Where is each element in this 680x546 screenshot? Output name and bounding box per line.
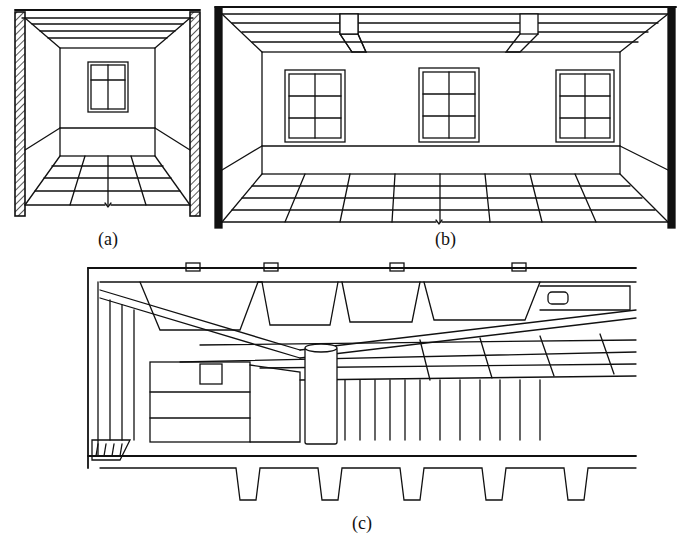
small-room-drawing bbox=[15, 10, 200, 216]
figure-label: (b) bbox=[435, 230, 456, 250]
ceiling-cutaway-drawing bbox=[88, 263, 636, 500]
large-room-drawing bbox=[215, 7, 676, 228]
figure-label: (c) bbox=[352, 514, 372, 534]
figure-label: (a) bbox=[98, 230, 118, 250]
